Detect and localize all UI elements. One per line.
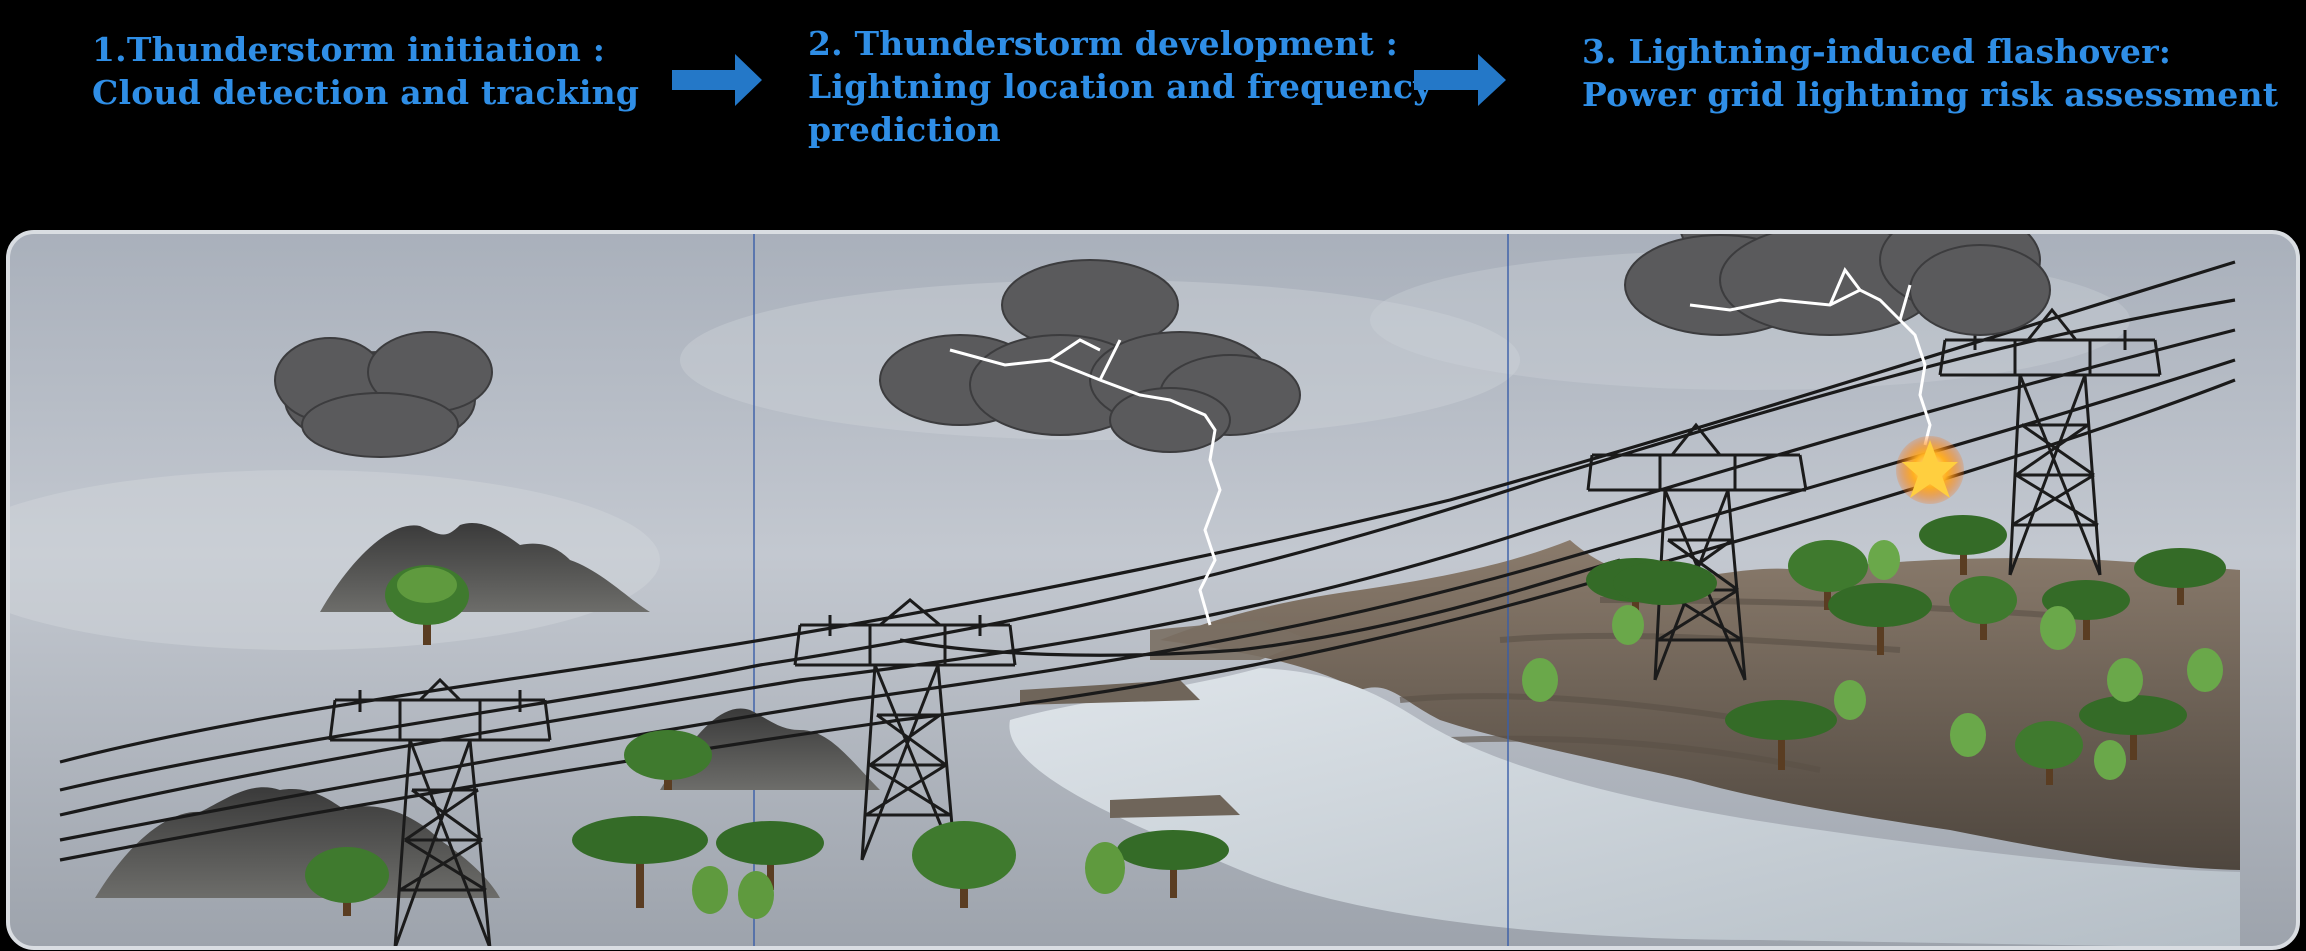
step-3-title: 3. Lightning-induced flashover:	[1582, 32, 2172, 71]
step-2-label: 2. Thunderstorm development : Lightning …	[808, 22, 1433, 151]
flashover-spark-icon	[1896, 436, 1964, 504]
lightning-bolt	[949, 338, 1222, 626]
river	[1009, 668, 2240, 948]
panel-border	[6, 230, 2300, 950]
step-2-subtitle-line-2: prediction	[808, 110, 1001, 149]
transmission-tower-icon	[328, 677, 552, 948]
tree-icon	[1117, 830, 1229, 898]
step-2-subtitle-line-1: Lightning location and frequency	[808, 67, 1433, 106]
transmission-tower-icon	[793, 598, 1017, 861]
storm-cloud-icon	[879, 259, 1301, 453]
storm-cloud-icon	[274, 331, 493, 458]
hillside-terrain	[1160, 540, 2240, 870]
step-1-subtitle: Cloud detection and tracking	[92, 73, 640, 112]
tree-icon	[385, 565, 469, 645]
shrub-group	[1522, 540, 2223, 780]
step-2-title: 2. Thunderstorm development :	[808, 24, 1399, 63]
step-1-label: 1.Thunderstorm initiation : Cloud detect…	[92, 28, 639, 114]
tree-icon	[692, 842, 1125, 919]
step-3-subtitle: Power grid lightning risk assessment	[1582, 75, 2279, 114]
lightning-bolt	[1689, 267, 1932, 446]
storm-cloud-icon	[1624, 232, 2051, 336]
tree-icon	[305, 847, 389, 916]
step-1-title: 1.Thunderstorm initiation :	[92, 30, 606, 69]
right-arrow-icon	[1414, 54, 1506, 106]
tree-icon	[624, 730, 712, 790]
step-3-label: 3. Lightning-induced flashover: Power gr…	[1582, 30, 2278, 116]
landscape-panel	[8, 232, 2298, 948]
tree-icon	[912, 821, 1016, 908]
tree-icon	[716, 821, 824, 890]
tree-icon	[572, 816, 708, 908]
right-arrow-icon	[672, 54, 762, 106]
